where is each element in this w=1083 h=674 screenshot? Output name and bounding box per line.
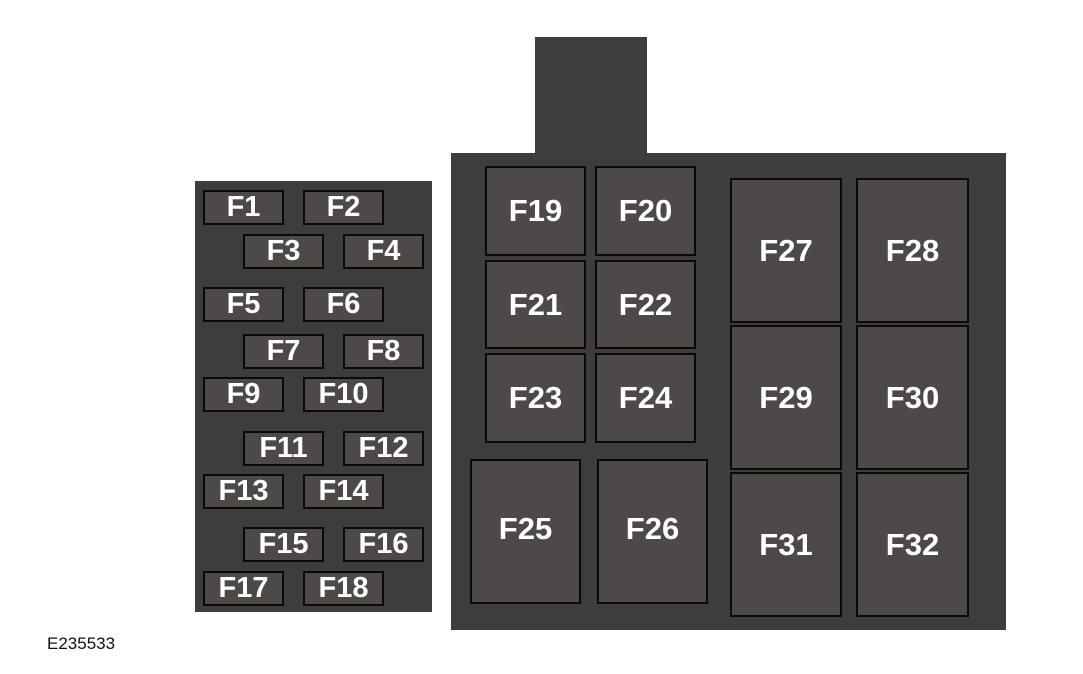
- fuse-f4: F4: [343, 234, 424, 269]
- fuse-f23: F23: [485, 353, 586, 443]
- fuse-f10: F10: [303, 377, 384, 412]
- fuse-f32: F32: [856, 472, 969, 617]
- fuse-f28: F28: [856, 178, 969, 323]
- fuse-f2: F2: [303, 190, 384, 225]
- fuse-f1: F1: [203, 190, 284, 225]
- fuse-f17: F17: [203, 571, 284, 606]
- fuse-f29: F29: [730, 325, 842, 470]
- fuse-f6: F6: [303, 287, 384, 322]
- fuse-f26: F26: [597, 459, 708, 604]
- fuse-f3: F3: [243, 234, 324, 269]
- reference-code: E235533: [47, 634, 116, 653]
- fuse-f21: F21: [485, 260, 586, 349]
- fuse-f9: F9: [203, 377, 284, 412]
- fuse-f31: F31: [730, 472, 842, 617]
- fuse-f30: F30: [856, 325, 969, 470]
- fuse-f19: F19: [485, 166, 586, 256]
- fuse-f20: F20: [595, 166, 696, 256]
- fuse-f5: F5: [203, 287, 284, 322]
- fuse-f13: F13: [203, 474, 284, 509]
- fuse-f7: F7: [243, 334, 324, 369]
- fuse-f16: F16: [343, 527, 424, 562]
- fuse-f15: F15: [243, 527, 324, 562]
- fuse-f25: F25: [470, 459, 581, 604]
- fuse-f18: F18: [303, 571, 384, 606]
- fuse-f12: F12: [343, 431, 424, 466]
- fuse-f14: F14: [303, 474, 384, 509]
- fuse-f27: F27: [730, 178, 842, 323]
- right-panel-tab: [535, 37, 647, 157]
- fuse-f8: F8: [343, 334, 424, 369]
- fuse-f22: F22: [595, 260, 696, 349]
- fuse-f24: F24: [595, 353, 696, 443]
- fuse-f11: F11: [243, 431, 324, 466]
